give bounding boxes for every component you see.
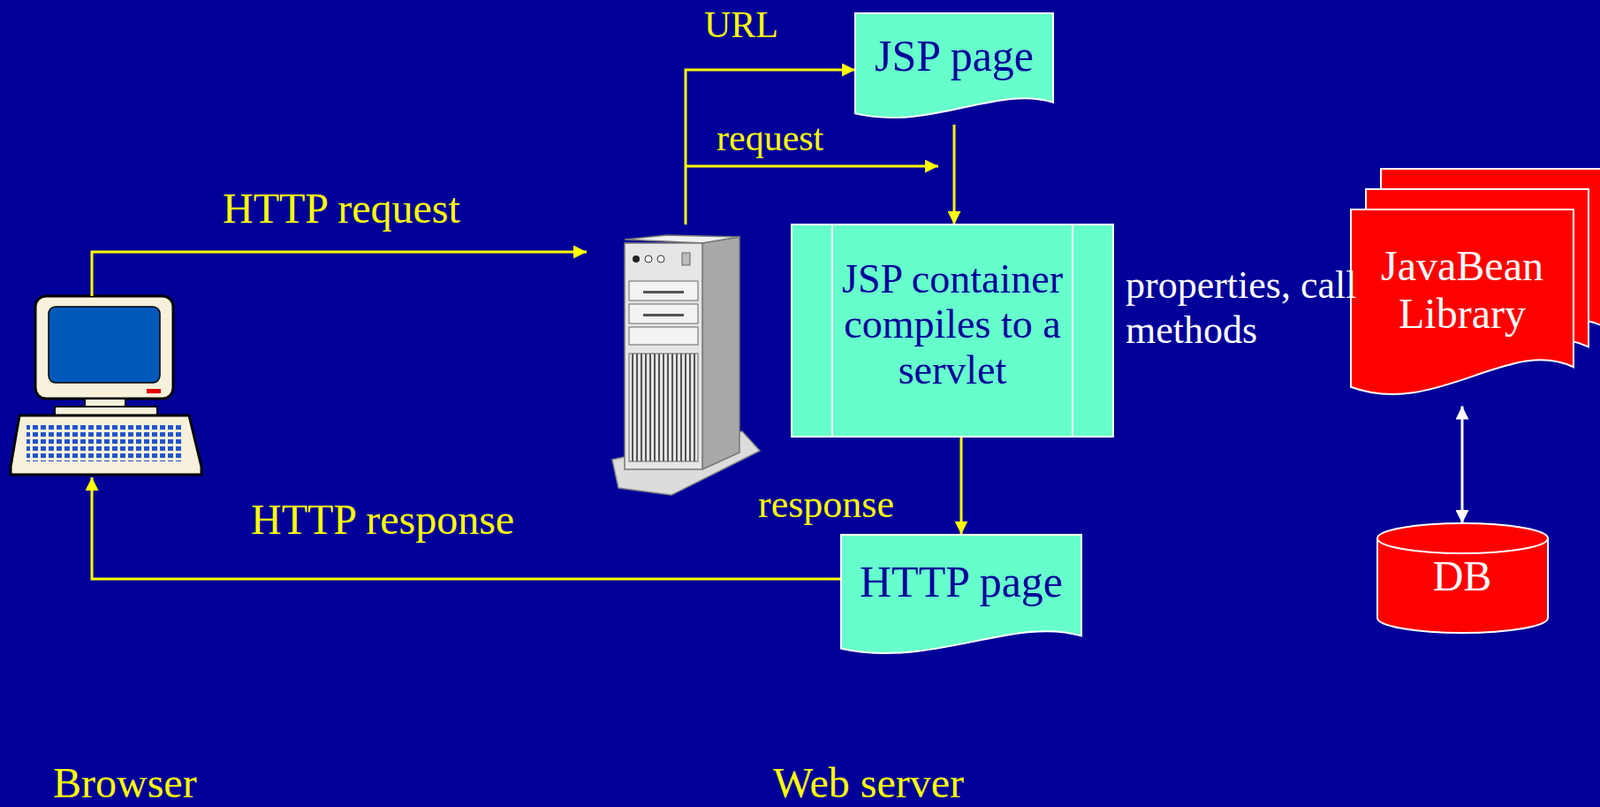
node-text: JSP container compiles to a servlet [839, 256, 1066, 394]
cylinder-body [1377, 523, 1548, 633]
db-cylinder: DB [1377, 523, 1548, 633]
http-page-document: HTTP page [841, 534, 1082, 661]
javabean-library-stack: JavaBean Library [1350, 209, 1574, 407]
container-rect [791, 224, 1114, 437]
jsp-page-document: JSP page [855, 13, 1054, 125]
request-line [685, 165, 939, 168]
cylinder-rim [1377, 538, 1548, 554]
request-label: request [716, 116, 824, 160]
document-shape [841, 534, 1082, 653]
server-icon [612, 235, 760, 495]
edge-label: response [758, 482, 895, 528]
http-response-label: HTTP response [250, 494, 515, 544]
http-request-label: HTTP request [222, 183, 461, 233]
http-request-line [91, 251, 587, 296]
container-inner-line [831, 224, 834, 437]
url-label: URL [704, 3, 779, 46]
computer-icon [10, 295, 202, 475]
flow-arrow [960, 436, 964, 535]
node-text: JSP page [874, 30, 1034, 81]
flow-arrow [1461, 406, 1464, 524]
url-line [685, 69, 856, 225]
node-text: DB [1433, 552, 1493, 600]
node-text: JavaBean Library [1364, 242, 1560, 338]
container-inner-line [1071, 224, 1074, 437]
web-server-label: Web server [773, 758, 964, 807]
flow-arrow [953, 124, 956, 225]
document-shape [855, 13, 1054, 118]
http-response-line [91, 477, 842, 579]
call-note: properties, call methods [1125, 263, 1358, 353]
jsp-container-box: JSP container compiles to a servlet [791, 224, 1114, 437]
browser-label: Browser [53, 758, 198, 807]
node-text: HTTP page [859, 556, 1063, 607]
front-sheet [1350, 209, 1574, 395]
